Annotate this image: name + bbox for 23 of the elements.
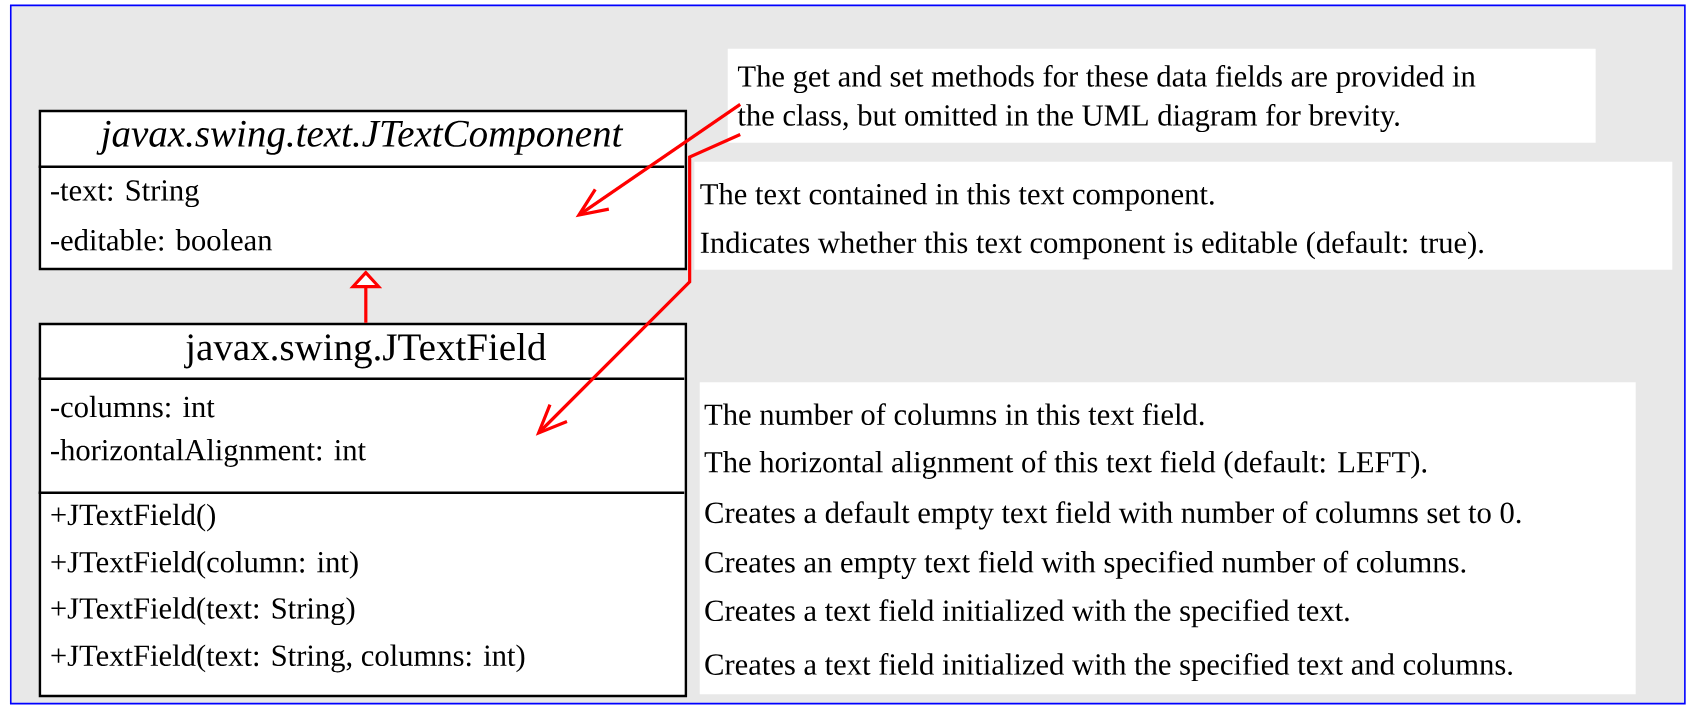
description-text: Creates a text field initialized with the specified text and columns. <box>705 653 1512 682</box>
member-text: -horizontalAlignment: int <box>51 439 366 467</box>
description-text: The horizontal alignment of this text field (default: LEFT). <box>704 450 1427 479</box>
member-text: -text: String <box>51 180 199 208</box>
member-text: +JTextField() <box>51 503 215 532</box>
member-text: +JTextField(text: String, columns: int) <box>51 644 525 673</box>
class-name: javax.swing.JTextField <box>184 333 546 369</box>
description-text: The number of columns in this text field. <box>704 403 1204 426</box>
class-name: javax.swing.text.JTextComponent <box>96 120 624 155</box>
member-text: -columns: int <box>51 395 215 418</box>
description-text: Creates a text field initialized with the specified text. <box>705 599 1349 628</box>
arrow <box>575 103 742 218</box>
member-text: +JTextField(column: int) <box>51 551 358 579</box>
description-text: Creates an empty text field with specified number of columns. <box>705 550 1466 580</box>
description-text: Creates a default empty text field with number of columns set to 0. <box>705 501 1521 530</box>
class-box <box>38 109 688 271</box>
member-text: -editable: boolean <box>51 229 273 251</box>
description-text: The text contained in this text component. <box>700 183 1214 211</box>
class-box <box>38 322 688 698</box>
note-box: The get and set methods for these data fields are provided in the class, but omitted in the UML diagram for brevity. <box>727 48 1596 143</box>
description-text: Indicates whether this text component is editable (default: true). <box>700 231 1483 260</box>
arrow <box>535 133 741 436</box>
member-text: +JTextField(text: String) <box>51 597 355 626</box>
